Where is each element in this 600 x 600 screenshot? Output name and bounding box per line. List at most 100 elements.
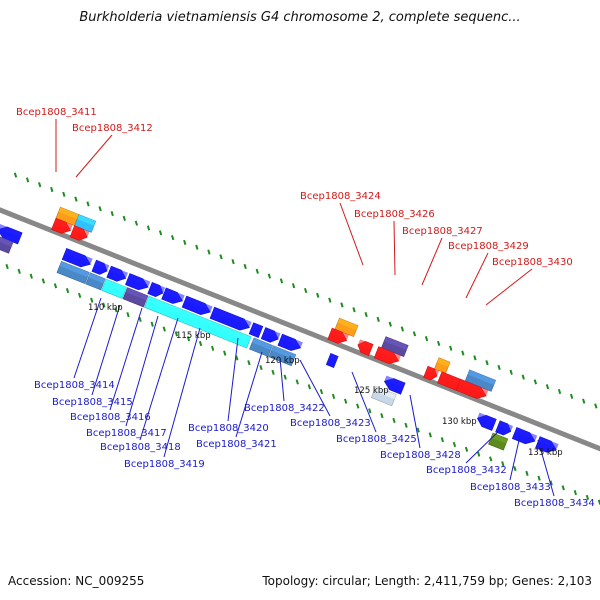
gene-highlight bbox=[64, 248, 93, 264]
gene-label-top: Bcep1808_3424 bbox=[300, 191, 381, 202]
gene-highlight bbox=[109, 266, 128, 278]
gene-highlight bbox=[358, 339, 374, 350]
genome-summary-text: Topology: circular; Length: 2,411,759 bp… bbox=[262, 574, 592, 588]
dot-outer bbox=[582, 398, 586, 404]
dot-inner bbox=[259, 364, 263, 371]
gene-feature bbox=[373, 346, 401, 365]
dot-outer bbox=[521, 374, 525, 380]
gene-highlight bbox=[0, 224, 23, 238]
gene-feature bbox=[464, 369, 497, 392]
gene-highlight bbox=[477, 412, 497, 424]
dot-outer bbox=[231, 259, 235, 265]
gene-label-bottom: Bcep1808_3433 bbox=[470, 482, 551, 493]
gene-highlight bbox=[498, 420, 514, 431]
dot-inner bbox=[489, 456, 493, 462]
gene-feature bbox=[370, 386, 397, 407]
dot-inner bbox=[186, 336, 191, 342]
leader-line-bottom bbox=[465, 427, 503, 464]
leader-line-bottom bbox=[279, 357, 285, 402]
gene-highlight bbox=[94, 260, 110, 271]
gene-feature bbox=[260, 327, 281, 343]
dot-outer bbox=[340, 302, 344, 308]
dot-outer bbox=[183, 239, 187, 245]
leader-line-bottom bbox=[409, 394, 421, 449]
gene-highlight bbox=[376, 346, 401, 361]
gene-highlight bbox=[330, 328, 349, 340]
dot-inner bbox=[90, 297, 94, 303]
dot-inner bbox=[380, 413, 384, 419]
gene-label-top: Bcep1808_3412 bbox=[72, 123, 153, 134]
gene-label-bottom: Bcep1808_3420 bbox=[188, 423, 269, 434]
gene-feature bbox=[161, 287, 185, 304]
leader-line-bottom bbox=[351, 371, 377, 433]
dot-outer bbox=[569, 393, 574, 399]
dot-inner bbox=[114, 307, 118, 313]
dot-outer bbox=[158, 230, 163, 236]
dot-outer bbox=[267, 273, 272, 279]
dot-outer bbox=[449, 345, 453, 351]
label-leader-lines bbox=[55, 119, 555, 497]
dot-outer bbox=[50, 186, 54, 193]
dot-outer bbox=[388, 321, 392, 327]
leader-line-bottom bbox=[73, 297, 102, 379]
dot-outer bbox=[243, 263, 247, 270]
gene-highlight bbox=[491, 433, 508, 444]
gene-label-bottom: Bcep1808_3428 bbox=[380, 450, 461, 461]
leader-line-top bbox=[421, 237, 443, 286]
gene-label-bottom: Bcep1808_3434 bbox=[514, 498, 595, 509]
dot-outer bbox=[146, 225, 151, 231]
dot-inner bbox=[138, 316, 142, 323]
dot-inner bbox=[223, 350, 227, 356]
map-title: Burkholderia vietnamiensis G4 chromosome… bbox=[79, 10, 521, 25]
gene-highlight bbox=[373, 386, 397, 400]
gene-highlight bbox=[458, 379, 489, 395]
gene-label-bottom: Bcep1808_3425 bbox=[336, 434, 417, 445]
dot-outer bbox=[134, 220, 139, 226]
dot-inner bbox=[29, 273, 33, 279]
gene-feature bbox=[248, 322, 264, 338]
leader-line-top bbox=[339, 202, 364, 266]
gene-label-bottom: Bcep1808_3417 bbox=[86, 428, 167, 439]
gene-label-bottom: Bcep1808_3418 bbox=[100, 442, 181, 453]
gene-highlight bbox=[384, 375, 406, 388]
gene-highlight bbox=[72, 225, 90, 237]
gene-feature bbox=[106, 265, 128, 282]
dot-inner bbox=[235, 355, 239, 361]
dot-outer bbox=[291, 283, 296, 289]
scale-tick-label: 110 kbp bbox=[88, 303, 123, 313]
dot-inner bbox=[78, 292, 82, 298]
dot-inner bbox=[162, 326, 166, 332]
gene-feature bbox=[455, 378, 489, 399]
dot-outer bbox=[424, 336, 429, 342]
leader-line-top bbox=[75, 134, 113, 178]
gene-feature bbox=[209, 306, 252, 331]
dot-inner bbox=[198, 340, 203, 347]
dot-inner bbox=[549, 480, 553, 486]
dot-inner bbox=[53, 283, 58, 289]
dot-outer bbox=[352, 307, 356, 313]
tick-dots bbox=[5, 172, 600, 505]
gene-labels: Bcep1808_3411Bcep1808_3412Bcep1808_3424B… bbox=[16, 107, 595, 509]
gene-feature bbox=[495, 420, 514, 436]
gene-feature bbox=[249, 337, 273, 357]
gene-feature bbox=[277, 333, 303, 351]
leader-line-bottom bbox=[163, 327, 201, 458]
gene-highlight bbox=[150, 282, 166, 293]
dot-outer bbox=[485, 360, 489, 366]
scale-tick-label: 115 kbp bbox=[176, 331, 211, 341]
gene-highlight bbox=[0, 236, 14, 247]
dot-outer bbox=[497, 364, 501, 371]
dot-inner bbox=[476, 451, 481, 457]
gene-feature bbox=[85, 272, 106, 291]
dot-outer bbox=[316, 292, 320, 298]
dot-outer bbox=[86, 201, 90, 207]
gene-feature bbox=[334, 317, 359, 338]
gene-feature bbox=[122, 287, 149, 308]
dot-outer bbox=[473, 355, 477, 361]
gene-label-bottom: Bcep1808_3414 bbox=[34, 380, 115, 391]
dot-inner bbox=[428, 432, 432, 438]
dot-inner bbox=[513, 465, 517, 472]
gene-highlight bbox=[467, 369, 496, 385]
gene-label-bottom: Bcep1808_3423 bbox=[290, 418, 371, 429]
